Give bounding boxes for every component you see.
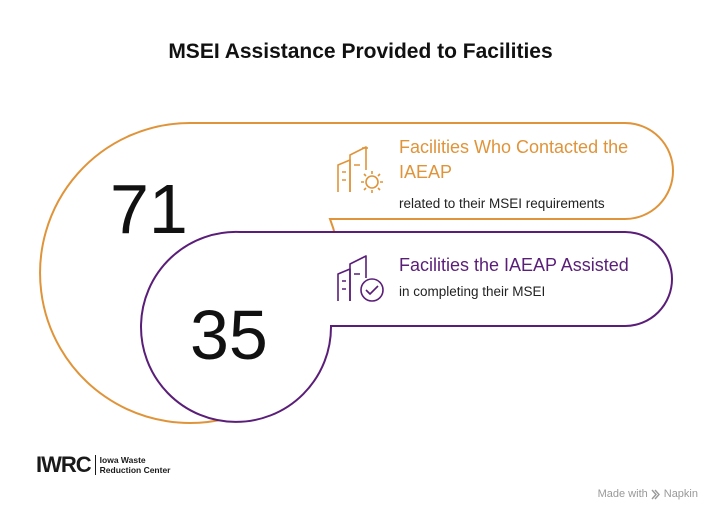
made-with-credit[interactable]: Made with Napkin (598, 488, 698, 500)
credit-made-with: Made with (597, 488, 648, 500)
heading-contacted: Facilities Who Contacted the IAEAP (399, 137, 629, 182)
count-contacted: 71 (110, 170, 188, 248)
building-check-icon (337, 255, 384, 302)
logo-name-line2: Reduction Center (99, 465, 171, 475)
logo-mark: IWRC (36, 454, 96, 476)
logo-name: Iowa Waste Reduction Center (100, 455, 180, 475)
building-gear-icon (337, 146, 383, 193)
subtext-assisted: in completing their MSEI (399, 284, 546, 299)
page-title: MSEI Assistance Provided to Facilities (168, 40, 553, 63)
credit-brand: Napkin (663, 488, 698, 500)
napkin-icon (651, 489, 660, 499)
heading-assisted: Facilities the IAEAP Assisted (399, 255, 629, 275)
inner-shape-35 (140, 230, 673, 423)
subtext-contacted: related to their MSEI requirements (399, 196, 605, 211)
count-assisted: 35 (190, 296, 268, 374)
iwrc-logo: IWRC Iowa Waste Reduction Center (36, 454, 180, 476)
logo-name-line1: Iowa Waste (99, 455, 146, 465)
